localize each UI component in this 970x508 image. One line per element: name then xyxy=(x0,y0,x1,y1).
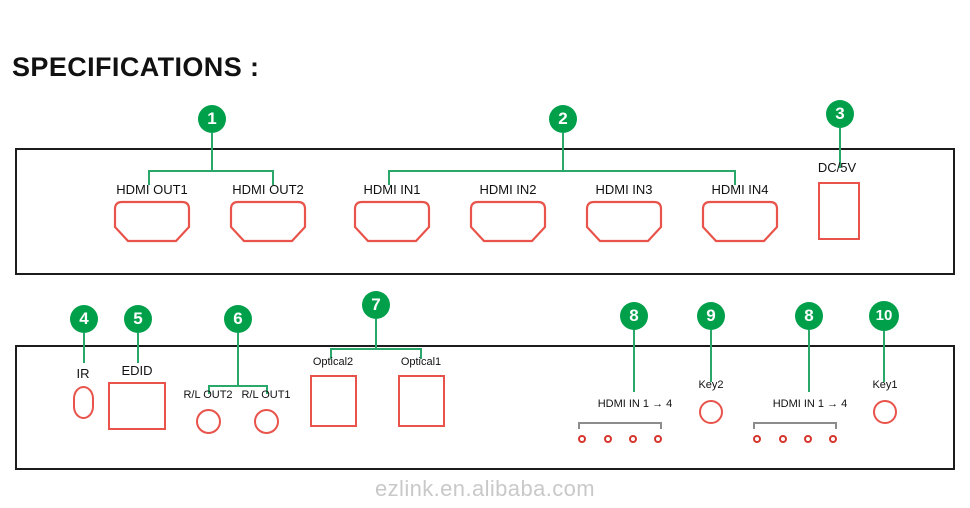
dip-switch-3[interactable] xyxy=(804,435,812,443)
dip-switch-4[interactable] xyxy=(829,435,837,443)
callout-badge-1: 1 xyxy=(198,105,226,133)
callout-10-stem xyxy=(883,331,885,382)
rear-panel xyxy=(15,345,955,470)
callout-4-stem xyxy=(83,333,85,363)
callout-1-bracket xyxy=(148,170,274,172)
callout-8-left-stem xyxy=(633,330,635,392)
callout-badge-10: 10 xyxy=(869,301,899,331)
label-optical1: Optical1 xyxy=(400,356,442,368)
port-optical2 xyxy=(310,375,357,427)
label-rl-out2: R/L OUT2 xyxy=(183,389,233,401)
callout-5-stem xyxy=(137,333,139,363)
label-dc-5v: DC/5V xyxy=(817,160,857,175)
callout-6-bracket-tick-left xyxy=(208,385,210,394)
watermark: ezlink.en.alibaba.com xyxy=(375,476,595,501)
callout-2-bracket-tick-left xyxy=(388,170,390,185)
callout-badge-8-left: 8 xyxy=(620,302,648,330)
label-key1: Key1 xyxy=(872,379,898,391)
port-key1 xyxy=(873,400,897,424)
callout-badge-5: 5 xyxy=(124,305,152,333)
callout-6-bracket xyxy=(208,385,268,387)
callout-badge-6: 6 xyxy=(224,305,252,333)
callout-6-bracket-tick-right xyxy=(266,385,268,394)
port-ir xyxy=(73,386,94,419)
label-dip-group-2: HDMI IN 1 → 4 xyxy=(597,398,673,410)
callout-badge-7: 7 xyxy=(362,291,390,319)
label-key2: Key2 xyxy=(698,379,724,391)
hdmi-port-hdmi-in4 xyxy=(701,200,779,243)
callout-8-right-stem xyxy=(808,330,810,392)
callout-1-stem xyxy=(211,133,213,170)
port-edid xyxy=(108,382,166,430)
label-hdmi-in1: HDMI IN1 xyxy=(363,182,421,197)
callout-7-bracket xyxy=(330,348,422,350)
callout-1-bracket-tick-left xyxy=(148,170,150,185)
callout-badge-2: 2 xyxy=(549,105,577,133)
dip-bracket xyxy=(578,422,662,429)
dip-switch-1[interactable] xyxy=(753,435,761,443)
dip-switch-2[interactable] xyxy=(604,435,612,443)
callout-7-stem xyxy=(375,319,377,348)
label-hdmi-in3: HDMI IN3 xyxy=(595,182,653,197)
dip-group-2[interactable] xyxy=(578,422,662,444)
callout-2-bracket-tick-right xyxy=(734,170,736,185)
callout-7-bracket-tick-right xyxy=(420,348,422,359)
front-panel xyxy=(15,148,955,275)
callout-badge-4: 4 xyxy=(70,305,98,333)
port-rl-out1 xyxy=(254,409,279,434)
callout-badge-3: 3 xyxy=(826,100,854,128)
callout-badge-9: 9 xyxy=(697,302,725,330)
port-key2 xyxy=(699,400,723,424)
hdmi-port-hdmi-in1 xyxy=(353,200,431,243)
dip-switch-1[interactable] xyxy=(578,435,586,443)
label-ir: IR xyxy=(76,366,90,381)
label-optical2: Optical2 xyxy=(312,356,354,368)
dip-switch-3[interactable] xyxy=(629,435,637,443)
port-rl-out2 xyxy=(196,409,221,434)
label-hdmi-out1: HDMI OUT1 xyxy=(116,182,188,197)
page-title: SPECIFICATIONS : xyxy=(12,52,260,82)
callout-1-bracket-tick-right xyxy=(272,170,274,185)
hdmi-port-hdmi-out2 xyxy=(229,200,307,243)
dip-group-1[interactable] xyxy=(753,422,837,444)
dip-switch-4[interactable] xyxy=(654,435,662,443)
label-dip-group-1: HDMI IN 1 → 4 xyxy=(772,398,848,410)
callout-7-bracket-tick-left xyxy=(330,348,332,359)
callout-2-bracket xyxy=(388,170,736,172)
label-hdmi-out2: HDMI OUT2 xyxy=(232,182,304,197)
callout-2-stem xyxy=(562,133,564,170)
hdmi-port-hdmi-in2 xyxy=(469,200,547,243)
hdmi-port-hdmi-out1 xyxy=(113,200,191,243)
label-rl-out1: R/L OUT1 xyxy=(241,389,291,401)
label-hdmi-in2: HDMI IN2 xyxy=(479,182,537,197)
port-optical1 xyxy=(398,375,445,427)
callout-6-stem xyxy=(237,333,239,385)
callout-9-stem xyxy=(710,330,712,382)
port-dc-5v xyxy=(818,182,860,240)
dip-switch-2[interactable] xyxy=(779,435,787,443)
hdmi-port-hdmi-in3 xyxy=(585,200,663,243)
callout-3-stem xyxy=(839,128,841,168)
label-hdmi-in4: HDMI IN4 xyxy=(711,182,769,197)
dip-bracket xyxy=(753,422,837,429)
label-edid: EDID xyxy=(121,363,153,378)
callout-badge-8-right: 8 xyxy=(795,302,823,330)
